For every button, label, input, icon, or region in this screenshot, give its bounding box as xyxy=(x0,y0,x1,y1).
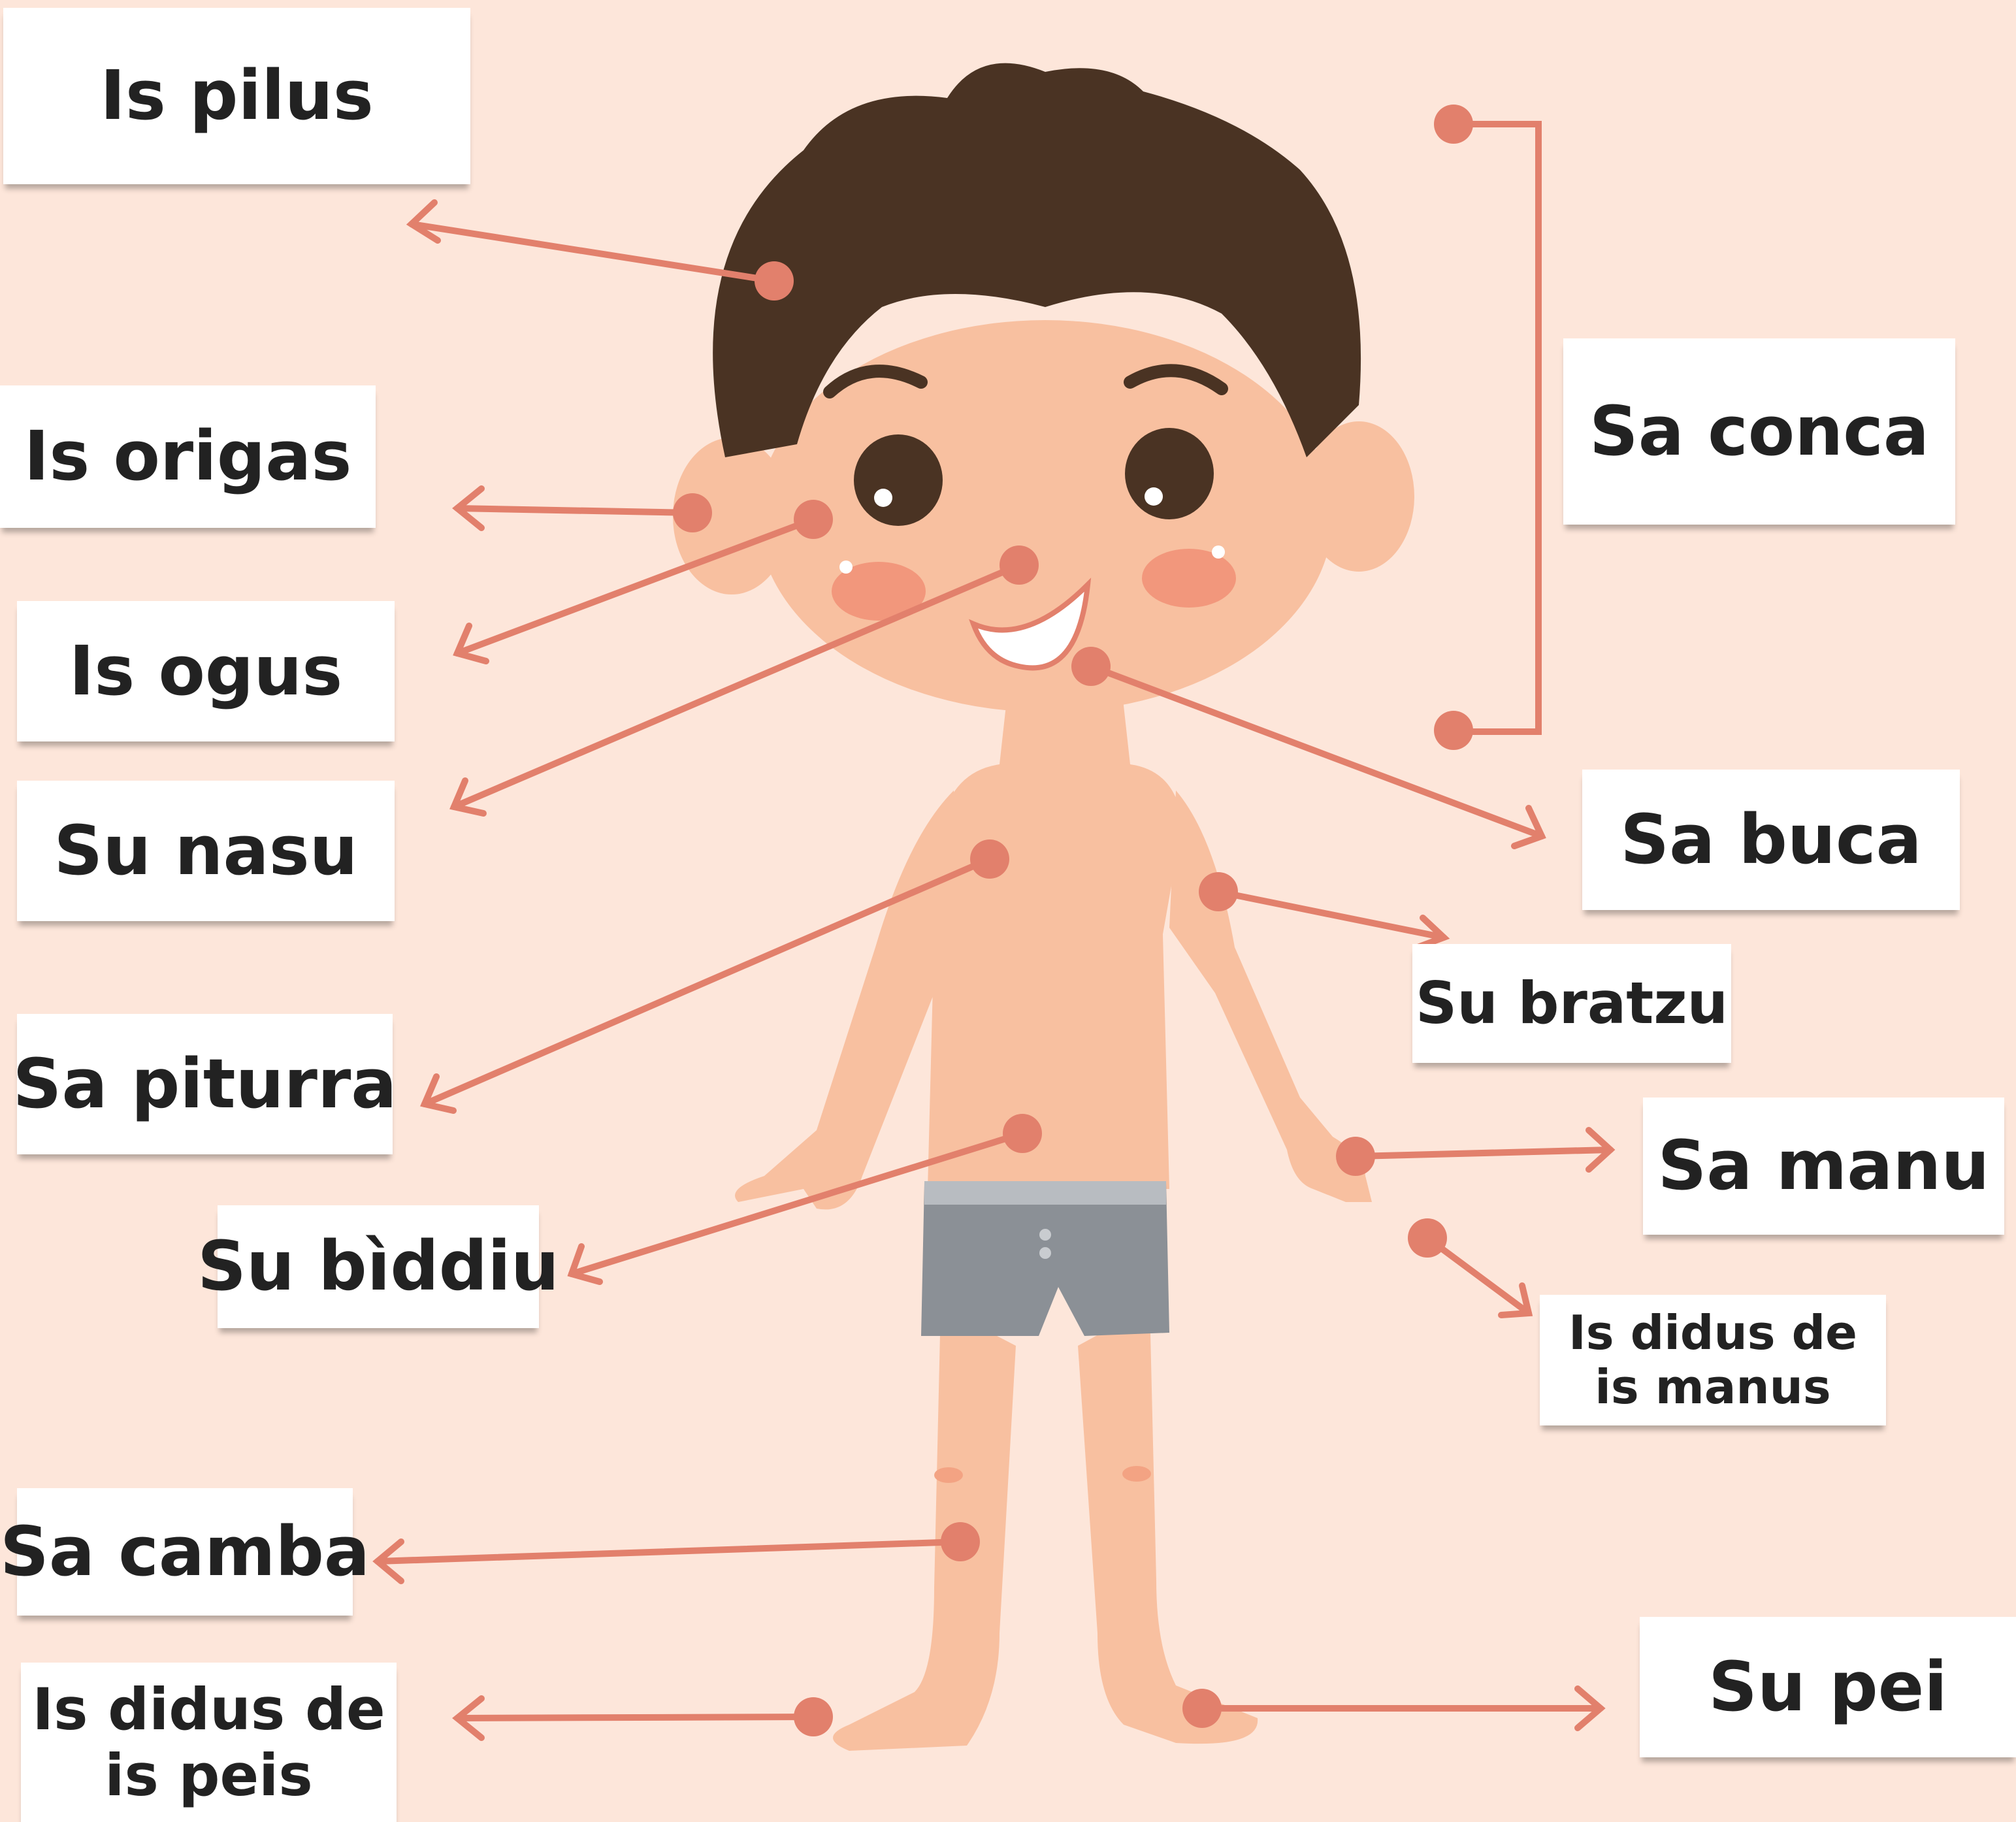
dot-pei xyxy=(1182,1689,1222,1728)
mouth xyxy=(969,578,1092,671)
label-piturra: Sa piturra xyxy=(13,1014,397,1154)
label-bratzu: Su bratzu xyxy=(1412,944,1731,1063)
dot-piturra xyxy=(970,839,1009,879)
right-eye-shine xyxy=(1145,487,1163,506)
pointer-piturra xyxy=(420,856,993,1114)
dot-bratzu xyxy=(1199,872,1238,911)
label-didus-peis-line-2: is peis xyxy=(105,1742,313,1809)
dot-biddiu xyxy=(1003,1114,1042,1153)
left-eye xyxy=(854,434,943,526)
dot-pilus xyxy=(755,261,794,301)
label-didus-manus: Is didus de is manus xyxy=(1540,1295,1886,1425)
left-eye-shine xyxy=(874,489,892,507)
pointer-manu xyxy=(1352,1127,1616,1173)
pointer-ogus xyxy=(453,516,817,664)
pointer-didus-peis xyxy=(452,1695,817,1741)
knee-left xyxy=(934,1467,963,1483)
dot-manu xyxy=(1336,1137,1375,1176)
knee-right xyxy=(1122,1466,1151,1482)
label-origas: Is origas xyxy=(0,385,376,528)
label-didus-peis: Is didus de is peis xyxy=(21,1663,397,1822)
label-didus-manus-line-2: is manus xyxy=(1595,1359,1831,1414)
pointer-nasu xyxy=(449,562,1022,817)
left-arm xyxy=(735,790,960,1210)
shorts xyxy=(921,1182,1169,1336)
label-nasu: Su nasu xyxy=(17,781,395,921)
pointers xyxy=(372,199,1616,1741)
hair xyxy=(713,63,1361,457)
left-cheek xyxy=(832,562,926,621)
shorts-button-1 xyxy=(1039,1229,1051,1241)
head-bracket xyxy=(1454,121,1542,735)
pointer-dots xyxy=(673,261,1447,1736)
right-cheek xyxy=(1142,549,1236,608)
dot-ogus xyxy=(794,500,833,539)
pointer-pei xyxy=(1199,1685,1606,1731)
right-eye xyxy=(1125,428,1214,519)
label-didus-manus-line-1: Is didus de xyxy=(1568,1305,1858,1361)
label-manu: Sa manu xyxy=(1643,1098,2004,1235)
label-biddiu: Su bìddiu xyxy=(197,1205,559,1328)
left-eyebrow xyxy=(823,365,928,399)
shorts-button-2 xyxy=(1039,1247,1051,1259)
label-ogus: Is ogus xyxy=(17,601,395,741)
shorts-waistband xyxy=(924,1181,1166,1205)
dot-didus-peis xyxy=(794,1697,833,1736)
left-ear xyxy=(673,438,790,594)
dot-origas xyxy=(673,493,712,532)
left-leg xyxy=(833,1307,1016,1751)
pointer-buca xyxy=(1088,663,1546,849)
left-cheek-spot xyxy=(839,561,853,574)
dot-nasu xyxy=(1000,545,1039,585)
head-bracket-bottom-dot xyxy=(1434,711,1473,750)
dot-didus-manus xyxy=(1408,1218,1447,1258)
label-buca: Sa buca xyxy=(1582,770,1960,910)
pointer-origas xyxy=(452,485,696,531)
right-leg xyxy=(1078,1307,1258,1744)
pointer-pilus xyxy=(406,199,777,284)
pointer-didus-manus xyxy=(1424,1235,1533,1318)
pointer-biddiu xyxy=(567,1130,1026,1285)
dot-buca xyxy=(1071,647,1111,686)
pointer-camba xyxy=(372,1538,964,1584)
label-didus-peis-line-1: Is didus de xyxy=(32,1675,385,1743)
right-cheek-spot xyxy=(1212,545,1225,559)
right-arm xyxy=(1169,790,1372,1202)
label-pilus: Is pilus xyxy=(3,8,470,184)
dot-camba xyxy=(941,1522,980,1561)
torso xyxy=(928,706,1182,1189)
head-bracket-top-dot xyxy=(1434,105,1473,144)
pointer-bratzu xyxy=(1215,888,1450,951)
right-eyebrow xyxy=(1124,364,1228,395)
label-camba: Sa camba xyxy=(0,1488,370,1616)
label-conca: Sa conca xyxy=(1563,338,1955,525)
label-pei: Su pei xyxy=(1640,1617,2016,1757)
